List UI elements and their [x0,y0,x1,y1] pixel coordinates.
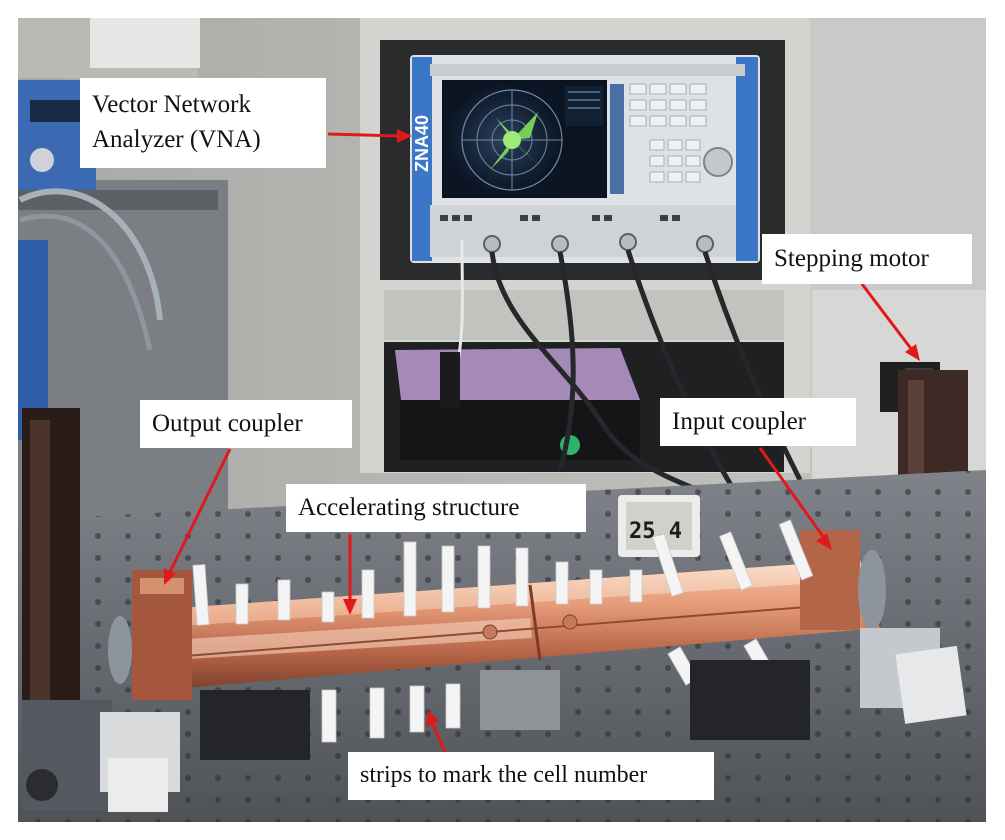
arrow-accelerating-structure [343,534,357,615]
arrow-strips [426,710,447,753]
arrow-output-coupler [164,448,232,585]
rf-cables [489,249,803,503]
arrow-stepping-motor [860,283,920,361]
label-input-coupler: Input coupler [660,398,856,446]
vna-port-3 [619,233,637,251]
annotation-arrows [164,129,920,753]
arrow-input-coupler [758,447,832,550]
vna-instrument: ZNA40 [410,55,760,263]
vna-port-1 [483,235,501,253]
vna-port-2 [551,235,569,253]
thermometer: 25.4 [618,495,700,557]
label-accelerating-structure: Accelerating structure [286,484,586,532]
cabinet-drawer [384,290,784,340]
vna-model-text: ZNA40 [412,115,432,172]
label-strips: strips to mark the cell number [348,752,714,800]
label-stepping-motor: Stepping motor [762,234,972,284]
vna-knob [703,147,733,177]
vna-port-4 [696,235,714,253]
label-output-coupler: Output coupler [140,400,352,448]
left-blue-device-2 [18,240,48,440]
arrow-vna [327,129,412,143]
label-vna: Vector Network Analyzer (VNA) [80,78,326,168]
